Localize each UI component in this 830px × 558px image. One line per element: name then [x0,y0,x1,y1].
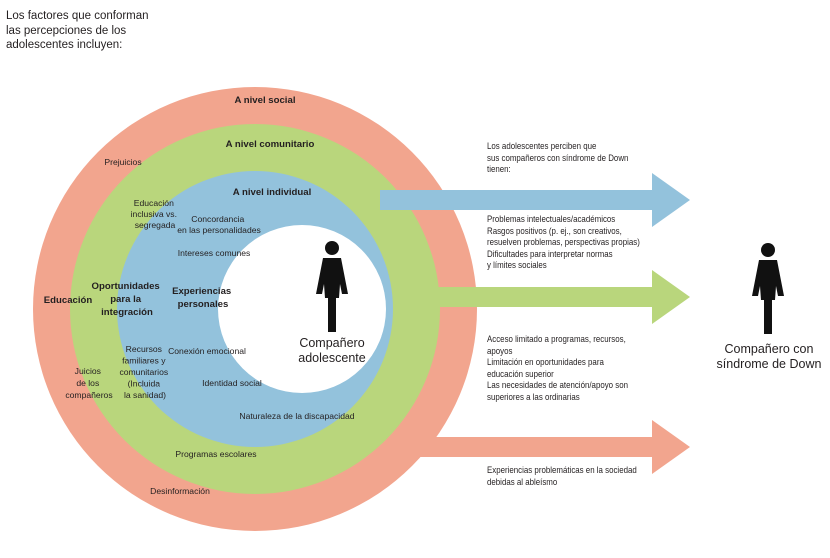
social-label-educacion: Educación [44,295,93,306]
green-item: educación superior [487,368,554,379]
salmon-item: debidas al ableísmo [487,476,558,487]
peer-person-icon [752,243,784,334]
social-label-prejuicios: Prejuicios [104,157,141,167]
green-item: Las necesidades de atención/apoyo son [487,380,629,391]
blue-item: Rasgos positivos (p. ej., son creativos, [487,225,622,236]
individual-label-concordancia: Concordancia en las personalidades [177,214,261,235]
blue-item: Problemas intelectuales/académicos [487,214,616,224]
social-arrow [420,420,690,474]
center-person-caption: Compañero adolescente [257,336,407,366]
social-ring-title: A nivel social [235,95,296,106]
peer-caption-line-1: Compañero con [724,342,814,356]
individual-label-naturaleza: Naturaleza de la discapacidad [239,411,354,421]
social-label-desinformacion: Desinformación [150,486,210,496]
arrows-intro-line: tienen: [487,164,511,175]
arrows-intro-text: Los adolescentes perciben que sus compañ… [487,141,628,176]
individual-label-conexion: Conexión emocional [168,346,246,356]
social-label-juicios: Juicios de los compañeros [65,366,112,400]
individual-label-identidad: Identidad social [202,378,262,388]
salmon-item: Experiencias problemáticas en la socieda… [487,465,637,475]
person-icon [316,241,348,332]
green-item: Limitación en oportunidades para [487,357,604,368]
center-circle [218,225,386,393]
arrows-intro-line: sus compañeros con síndrome de Down [487,152,629,163]
individual-arrow [380,173,690,227]
green-arrow-items: Acceso limitado a programas, recursos, a… [487,334,628,404]
community-label-educacion-inclusiva: Educación inclusiva vs. segregada [131,198,180,230]
individual-label-intereses: Intereses comunes [178,248,251,258]
individual-label-experiencias: Experiencias personales [172,286,234,310]
intro-text: Los factores que conforman las percepcio… [6,10,149,51]
community-label-oportunidades: Oportunidades para la integración [92,281,163,318]
community-arrow [420,270,690,324]
green-item: superiores a las ordinarias [487,391,580,402]
salmon-arrow-items: Experiencias problemáticas en la socieda… [487,465,637,488]
peer-person-caption: Compañero con síndrome de Down [694,342,830,372]
blue-item: y límites sociales [487,260,547,271]
blue-item: Dificultades para interpretar normas [487,248,613,259]
green-item: Acceso limitado a programas, recursos, [487,334,626,344]
community-ring-title: A nivel comunitario [226,139,315,150]
community-label-recursos: Recursos familiares y comunitarios (Incl… [119,344,170,400]
green-item: apoyos [487,345,513,356]
blue-item: resuelven problemas, perspectivas propia… [487,237,640,248]
community-label-programas: Programas escolares [175,449,256,459]
arrows-intro-line: Los adolescentes perciben que [487,141,597,151]
individual-ring-title: A nivel individual [233,187,312,198]
peer-caption-line-2: síndrome de Down [716,357,822,371]
center-caption-line-1: Compañero [299,336,365,350]
center-caption-line-2: adolescente [298,351,366,365]
blue-arrow-items: Problemas intelectuales/académicos Rasgo… [487,214,640,272]
